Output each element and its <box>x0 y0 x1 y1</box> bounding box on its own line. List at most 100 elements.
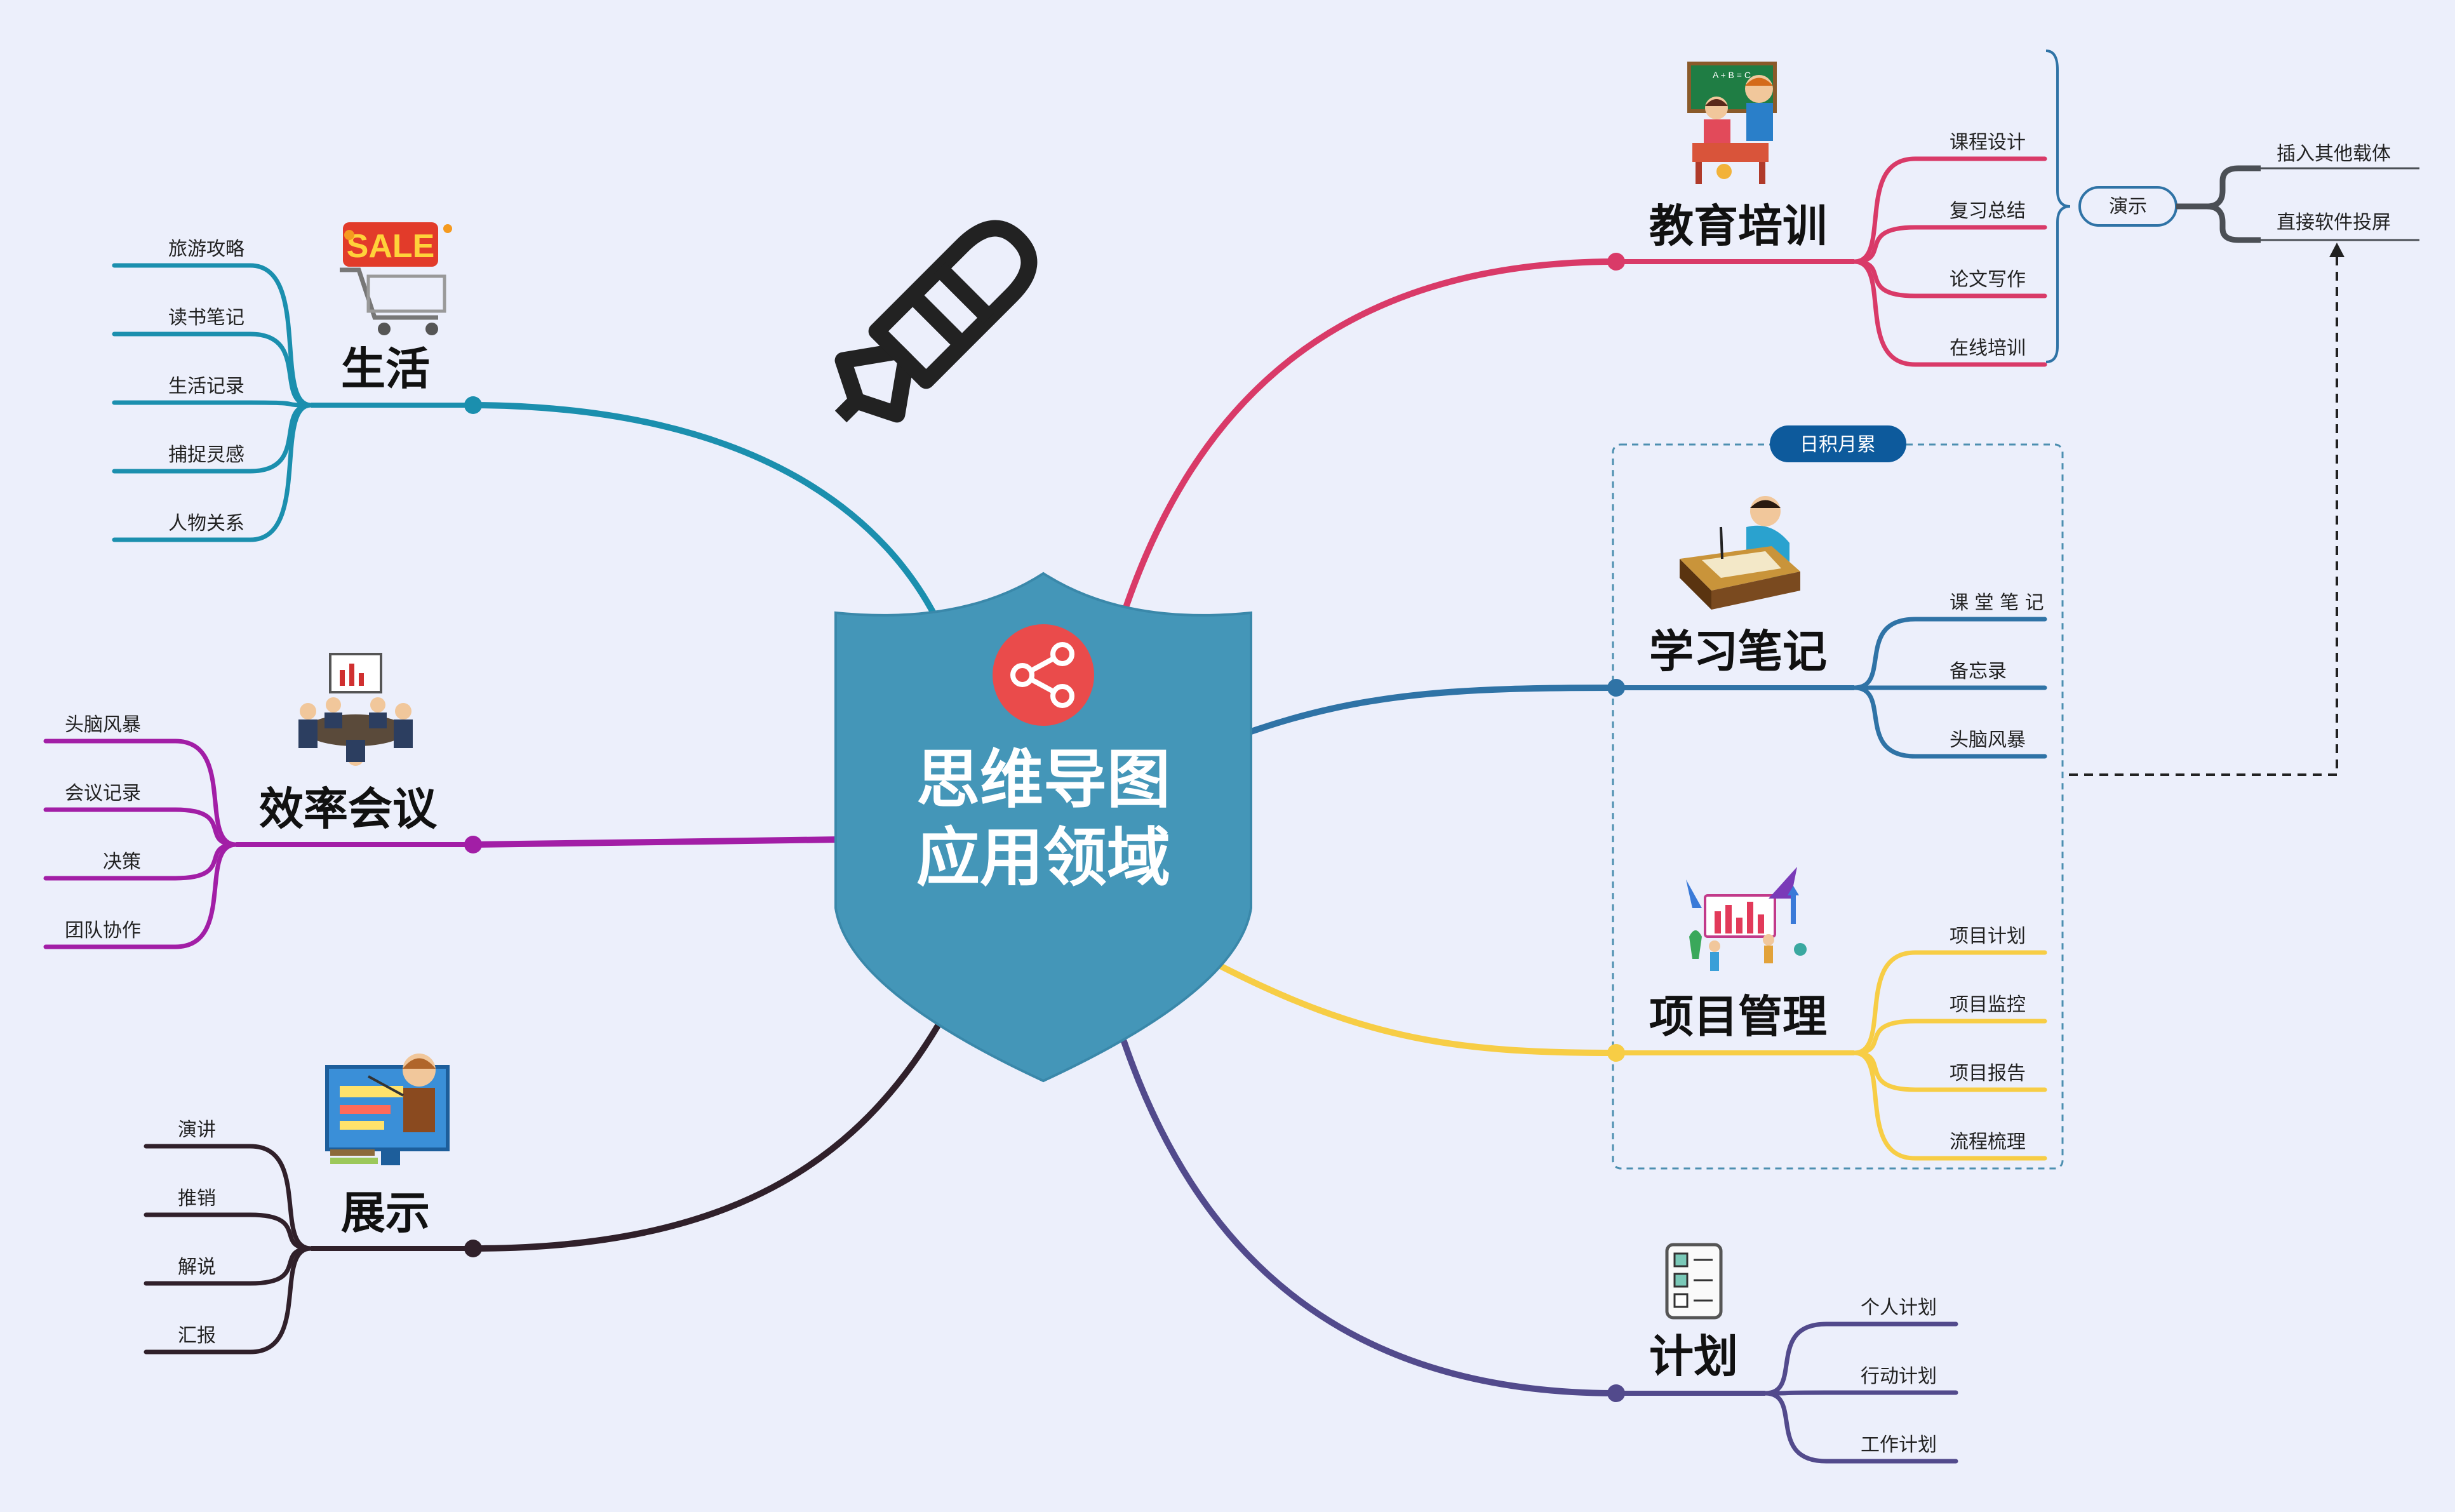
branch-line-plan <box>1121 1038 1619 1396</box>
subtopic-study[interactable]: 头脑风暴 <box>1950 729 2026 751</box>
subtopic-line-life <box>112 400 314 408</box>
subtopic-project[interactable]: 项目监控 <box>1950 994 2026 1016</box>
subtopic-line-education <box>1852 259 2047 298</box>
subtopic-line-life <box>112 263 314 408</box>
subtopic-line-life <box>112 403 314 542</box>
branch-line-present <box>470 1019 943 1252</box>
branch-line-meeting <box>470 836 841 848</box>
topic-present[interactable]: 展示 <box>341 1187 430 1239</box>
subtopic-life[interactable]: 读书笔记 <box>168 307 244 329</box>
share-icon-circle <box>993 624 1094 726</box>
branch-line-project <box>1210 959 1619 1056</box>
subtopic-line-meeting <box>43 807 239 847</box>
subtopic-meeting[interactable]: 头脑风暴 <box>65 714 141 736</box>
summary-fork <box>2176 165 2261 243</box>
subtopic-line-meeting <box>43 739 239 847</box>
share-nodes-icon <box>1010 642 1074 708</box>
subtopic-line-project <box>1852 950 2047 1055</box>
fountain-pen-icon <box>834 220 1038 423</box>
relation-line <box>2069 251 2338 776</box>
subtopic-line-project <box>1852 1050 2047 1161</box>
topic-plan[interactable]: 计划 <box>1649 1330 1738 1382</box>
summary-item-2[interactable]: 直接软件投屏 <box>2277 211 2391 234</box>
subtopic-line-project <box>1852 1019 2047 1055</box>
shopping-cart-sale-icon: SALE <box>340 222 452 335</box>
subtopic-project[interactable]: 流程梳理 <box>1950 1131 2026 1153</box>
boundary-badge[interactable]: 日积月累 <box>1770 425 1906 462</box>
subtopic-present[interactable]: 汇报 <box>178 1325 216 1347</box>
subtopic-present[interactable]: 解说 <box>178 1256 216 1278</box>
topic-project[interactable]: 项目管理 <box>1649 991 1827 1043</box>
subtopic-life[interactable]: 捕捉灵感 <box>168 444 244 466</box>
subtopic-line-education <box>1852 259 2047 367</box>
subtopic-education[interactable]: 课程设计 <box>1950 131 2026 154</box>
boundary-box <box>1612 443 2064 1170</box>
subtopic-meeting[interactable]: 决策 <box>103 851 141 873</box>
subtopic-plan[interactable]: 工作计划 <box>1861 1434 1937 1456</box>
subtopic-line-study <box>1852 685 2047 759</box>
subtopic-line-meeting <box>43 842 239 949</box>
subtopic-line-study <box>1852 617 2047 690</box>
svg-text:SALE: SALE <box>347 228 435 265</box>
svg-text:A + B = C: A + B = C <box>1713 70 1751 80</box>
summary-brace <box>2045 50 2071 363</box>
subtopic-present[interactable]: 推销 <box>178 1188 216 1210</box>
topic-life[interactable]: 生活 <box>341 343 430 395</box>
checklist-icon <box>1665 1243 1723 1320</box>
topic-education[interactable]: 教育培训 <box>1649 200 1827 252</box>
summary-node[interactable]: 演示 <box>2078 186 2177 227</box>
subtopic-meeting[interactable]: 团队协作 <box>65 920 141 942</box>
central-topic[interactable]: 思维导图 应用领域 <box>834 572 1252 1083</box>
subtopic-line-education <box>1852 225 2047 264</box>
presenter-board-icon <box>325 1054 450 1165</box>
subtopic-life[interactable]: 人物关系 <box>168 512 244 535</box>
subtopic-present[interactable]: 演讲 <box>178 1119 216 1141</box>
subtopic-project[interactable]: 项目报告 <box>1950 1062 2026 1085</box>
subtopic-line-life <box>112 331 314 408</box>
subtopic-education[interactable]: 论文写作 <box>1950 269 2026 291</box>
subtopic-line-plan <box>1763 1391 1958 1464</box>
subtopic-line-present <box>144 1144 314 1251</box>
subtopic-plan[interactable]: 个人计划 <box>1861 1297 1937 1319</box>
subtopic-life[interactable]: 旅游攻略 <box>168 238 244 260</box>
central-title-line-1: 思维导图 <box>916 742 1170 817</box>
student-writing-icon <box>1680 496 1800 610</box>
subtopic-life[interactable]: 生活记录 <box>168 375 244 398</box>
subtopic-line-meeting <box>43 842 239 881</box>
summary-item-1[interactable]: 插入其他载体 <box>2277 143 2391 165</box>
subtopic-education[interactable]: 在线培训 <box>1950 337 2026 359</box>
topic-meeting[interactable]: 效率会议 <box>259 783 438 835</box>
subtopic-study[interactable]: 课 堂 笔 记 <box>1950 592 2044 614</box>
subtopic-line-present <box>144 1212 314 1251</box>
subtopic-line-project <box>1852 1050 2047 1092</box>
subtopic-project[interactable]: 项目计划 <box>1950 925 2026 947</box>
subtopic-line-present <box>144 1246 314 1286</box>
subtopic-meeting[interactable]: 会议记录 <box>65 782 141 805</box>
classroom-teacher-icon: A + B = C <box>1687 62 1777 184</box>
branch-line-education <box>1121 258 1619 616</box>
central-title-line-2: 应用领域 <box>916 820 1170 895</box>
topic-study[interactable]: 学习笔记 <box>1649 626 1827 678</box>
relation-arrow-icon <box>2329 243 2345 257</box>
boundary-badge-label: 日积月累 <box>1800 434 1876 456</box>
branch-line-study <box>1248 685 1619 735</box>
subtopic-study[interactable]: 备忘录 <box>1950 660 2007 683</box>
subtopic-education[interactable]: 复习总结 <box>1950 200 2026 222</box>
subtopic-line-education <box>1852 156 2047 264</box>
subtopic-line-plan <box>1763 1321 1958 1396</box>
meeting-room-icon <box>298 653 413 766</box>
branch-line-life <box>470 402 943 629</box>
subtopic-line-present <box>144 1246 314 1355</box>
central-shield <box>834 572 1252 1083</box>
summary-label: 演示 <box>2109 196 2147 218</box>
data-analysis-icon <box>1686 867 1807 971</box>
subtopic-plan[interactable]: 行动计划 <box>1861 1365 1937 1388</box>
